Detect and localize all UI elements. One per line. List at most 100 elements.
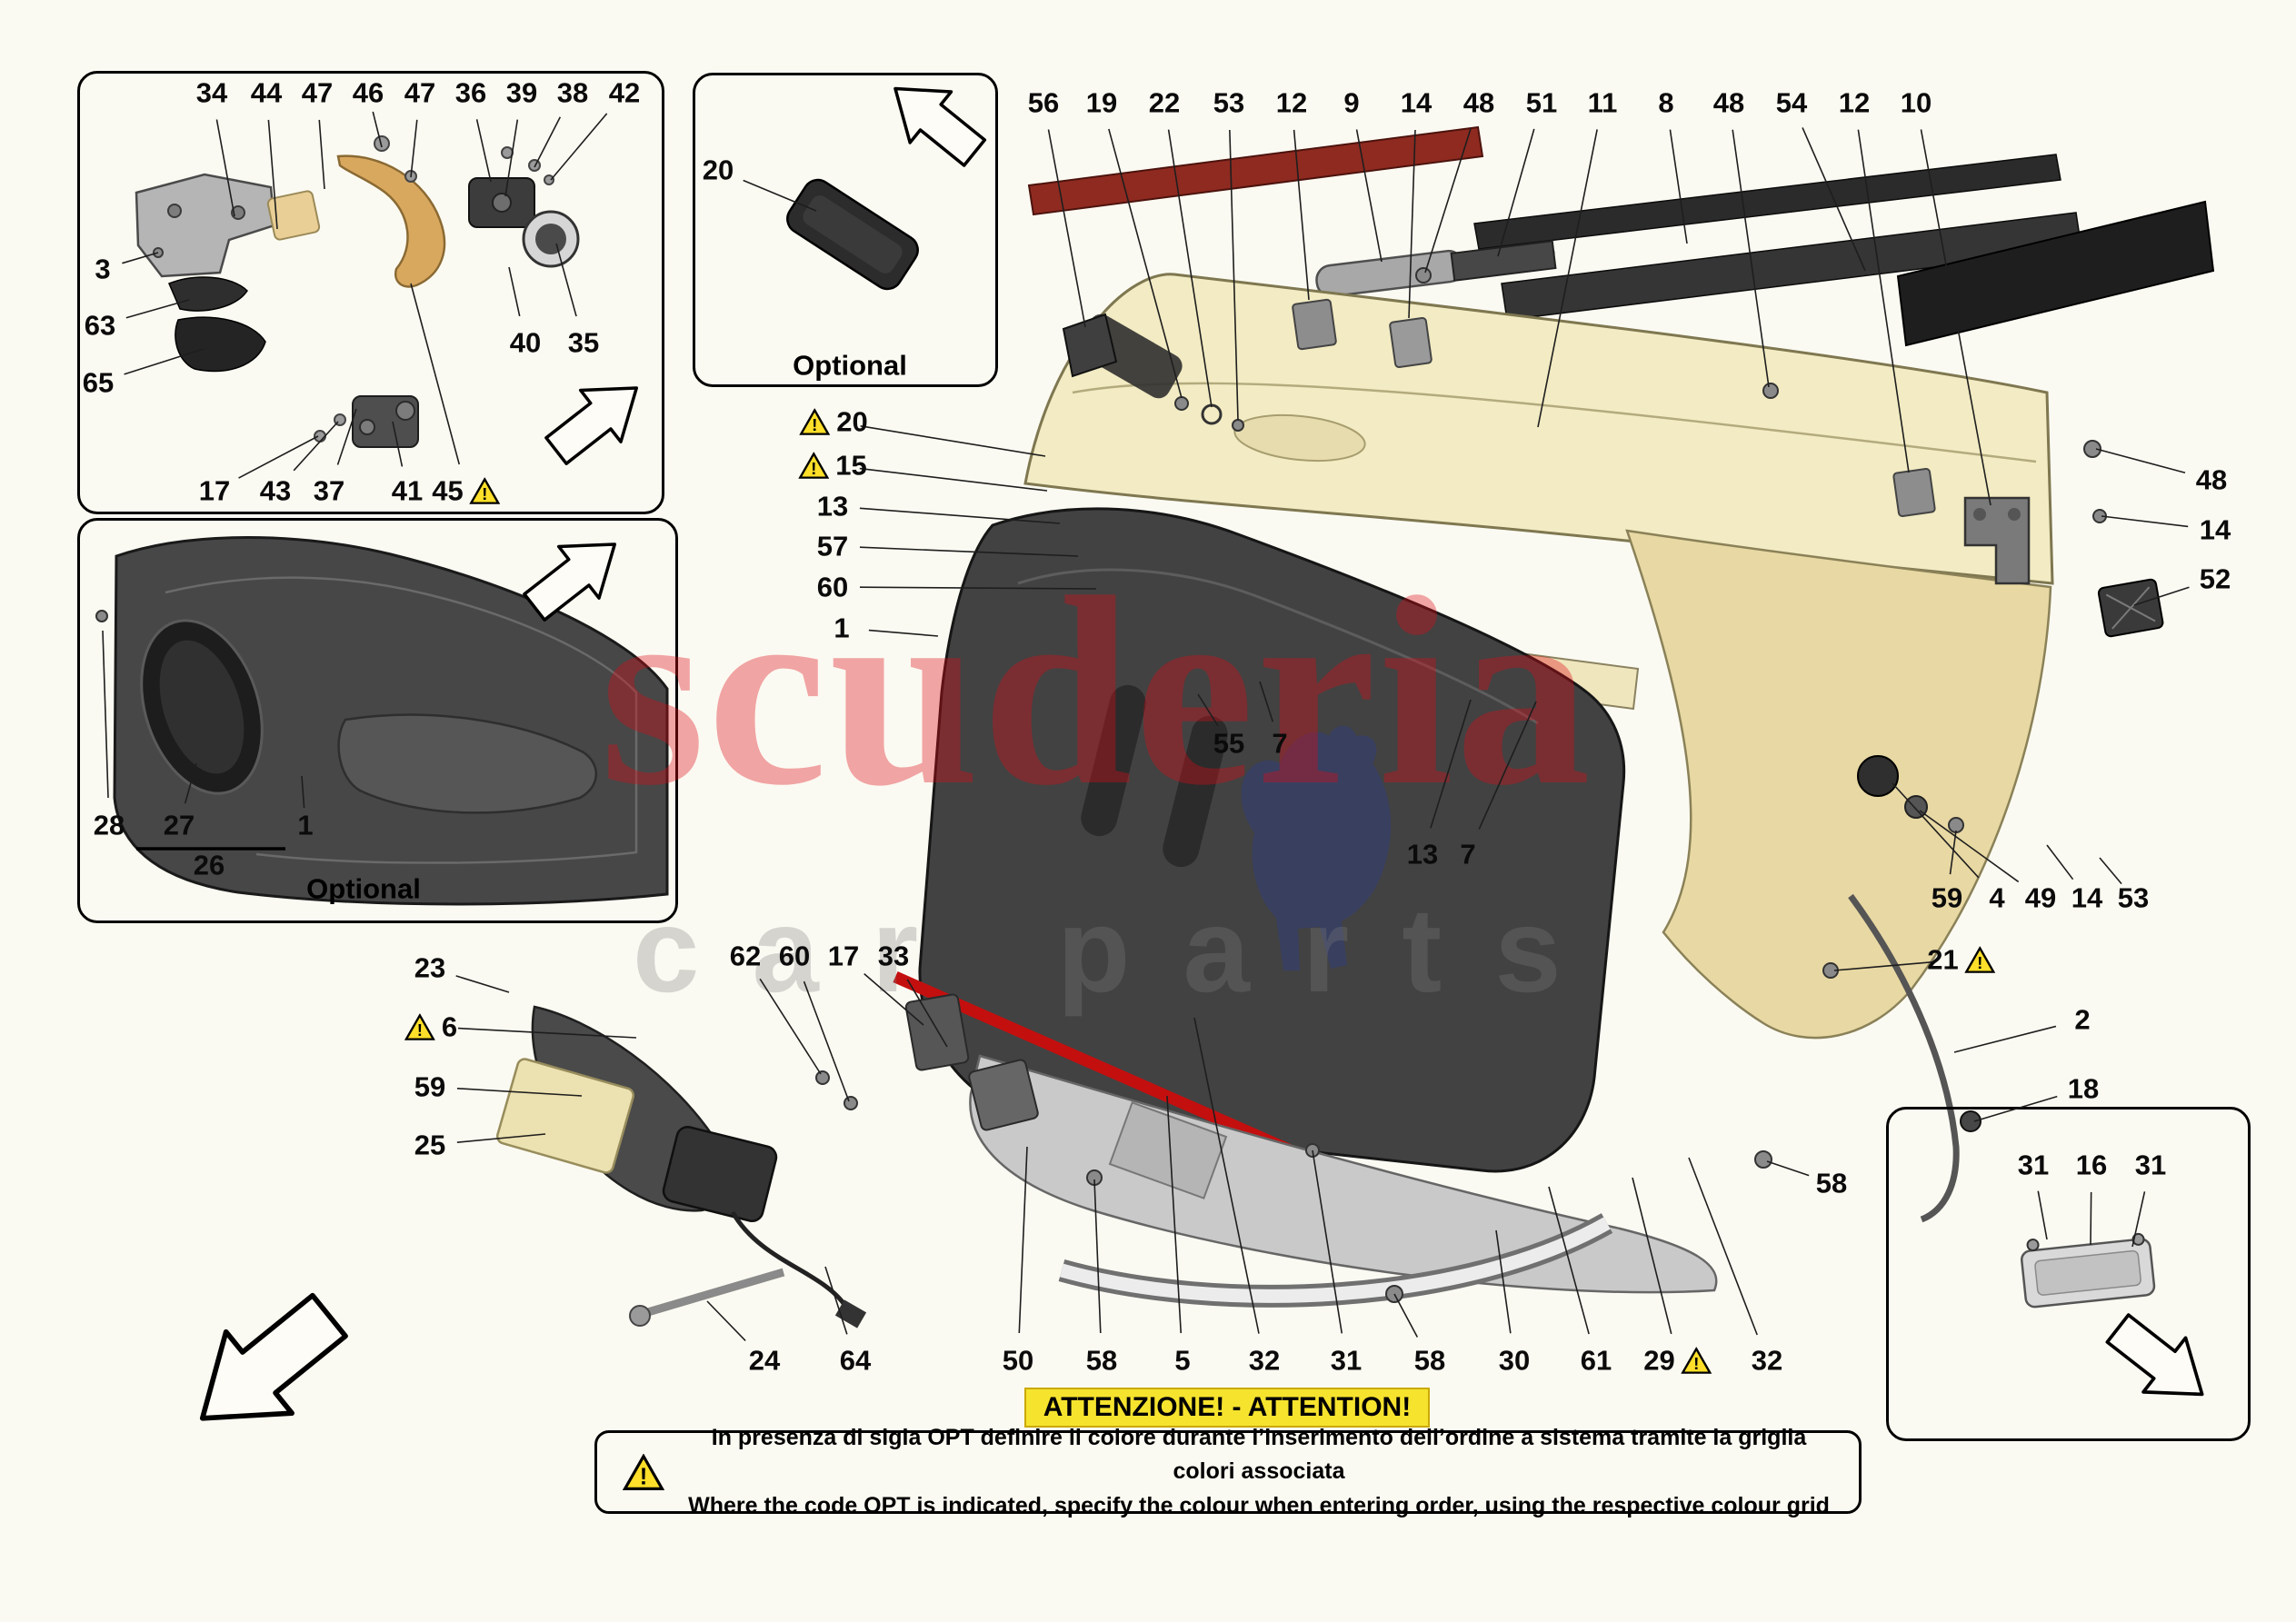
leader-line bbox=[906, 979, 948, 1048]
inset-box-control-module bbox=[1886, 1107, 2251, 1441]
inset-box-optional-grille bbox=[693, 73, 998, 387]
svg-text:!: ! bbox=[640, 1464, 648, 1489]
leader-line bbox=[1393, 1293, 1419, 1338]
callout-number: 18 bbox=[2067, 1072, 2100, 1105]
callout-61: 61 bbox=[1581, 1347, 1612, 1375]
callout-8: 8 bbox=[1658, 89, 1673, 117]
callout-number: 49 bbox=[2024, 881, 2057, 914]
leader-line bbox=[1408, 129, 1416, 319]
svg-text:!: ! bbox=[1978, 952, 1983, 971]
leader-line bbox=[1355, 129, 1383, 263]
leader-line bbox=[1018, 1146, 1028, 1334]
callout-54: 54 bbox=[1776, 89, 1807, 117]
callout-29: 29! bbox=[1643, 1347, 1712, 1375]
callout-number: 14 bbox=[1400, 86, 1433, 119]
notice-line-italian: In presenza di sigla OPT definire il col… bbox=[711, 1424, 1807, 1485]
callout-number: 4 bbox=[1989, 881, 2005, 914]
leader-line bbox=[1497, 128, 1535, 257]
callout-number: 58 bbox=[1413, 1344, 1446, 1377]
callout-number: 1 bbox=[834, 612, 850, 644]
leader-line bbox=[1312, 1149, 1343, 1334]
callout-59: 59 bbox=[414, 1073, 445, 1101]
callout-13: 13 bbox=[817, 493, 848, 521]
callout-56: 56 bbox=[1028, 89, 1059, 117]
callout-number: 13 bbox=[816, 490, 849, 522]
callout-number: 58 bbox=[1085, 1344, 1118, 1377]
callout-number: 14 bbox=[2199, 513, 2231, 546]
callout-number: 51 bbox=[1525, 86, 1558, 119]
callout-number: 50 bbox=[1002, 1344, 1034, 1377]
leader-line bbox=[1802, 127, 1866, 272]
callout-14: 14 bbox=[2200, 516, 2231, 544]
leader-line bbox=[1766, 1160, 1810, 1177]
leader-line bbox=[1167, 129, 1213, 408]
attention-banner: ATTENZIONE! - ATTENTION! bbox=[1024, 1388, 1430, 1428]
callout-23: 23 bbox=[414, 954, 445, 982]
callout-number: 59 bbox=[414, 1070, 446, 1103]
callout-number: 29 bbox=[1643, 1344, 1675, 1377]
callout-number: 32 bbox=[1751, 1344, 1783, 1377]
callout-number: 64 bbox=[839, 1344, 872, 1377]
leader-line bbox=[1548, 1186, 1590, 1335]
warning-icon: ! bbox=[623, 1453, 664, 1490]
callout-7: 7 bbox=[1460, 841, 1475, 869]
leader-line bbox=[1537, 129, 1598, 428]
svg-text:!: ! bbox=[417, 1020, 423, 1039]
callout-number: 23 bbox=[414, 951, 446, 984]
leader-line bbox=[860, 425, 1046, 457]
callout-9: 9 bbox=[1343, 89, 1359, 117]
callout-number: 31 bbox=[1330, 1344, 1363, 1377]
warning-icon: ! bbox=[799, 408, 831, 435]
callout-17: 17 bbox=[828, 942, 859, 970]
callout-number: 48 bbox=[1462, 86, 1495, 119]
callout-12: 12 bbox=[1276, 89, 1307, 117]
callout-32: 32 bbox=[1249, 1347, 1280, 1375]
watermark-scuderia: scuderia bbox=[600, 542, 1593, 841]
callout-number: 30 bbox=[1498, 1344, 1531, 1377]
leader-line bbox=[863, 973, 924, 1026]
callout-48: 48 bbox=[2196, 466, 2227, 494]
callout-number: 22 bbox=[1148, 86, 1181, 119]
callout-number: 17 bbox=[827, 940, 860, 972]
callout-22: 22 bbox=[1149, 89, 1180, 117]
callout-60: 60 bbox=[817, 573, 848, 602]
leader-line bbox=[1293, 129, 1310, 301]
opt-colour-notice: ! In presenza di sigla OPT definire il c… bbox=[594, 1425, 1862, 1518]
callout-number: 58 bbox=[1815, 1167, 1848, 1199]
callout-62: 62 bbox=[730, 942, 761, 970]
callout-60: 60 bbox=[779, 942, 810, 970]
warning-icon: ! bbox=[1681, 1347, 1712, 1374]
callout-21: 21! bbox=[1927, 946, 1996, 974]
callout-58: 58 bbox=[1816, 1169, 1847, 1198]
callout-number: 48 bbox=[2195, 463, 2228, 496]
callout-59: 59 bbox=[1932, 884, 1962, 912]
leader-line bbox=[759, 978, 822, 1075]
leader-line bbox=[457, 1027, 637, 1039]
callout-14: 14 bbox=[2071, 884, 2102, 912]
callout-number: 14 bbox=[2071, 881, 2103, 914]
leader-line bbox=[2133, 586, 2190, 606]
leader-line bbox=[1892, 782, 1980, 879]
callout-number: 62 bbox=[729, 940, 762, 972]
leader-line bbox=[859, 507, 1061, 524]
leader-line bbox=[706, 1300, 746, 1342]
callout-58: 58 bbox=[1414, 1347, 1445, 1375]
callout-31: 31 bbox=[1331, 1347, 1362, 1375]
leader-line bbox=[2101, 515, 2189, 528]
callout-number: 60 bbox=[816, 571, 849, 603]
callout-number: 20 bbox=[836, 405, 868, 438]
callout-19: 19 bbox=[1086, 89, 1117, 117]
callout-number: 5 bbox=[1174, 1344, 1191, 1377]
callout-30: 30 bbox=[1499, 1347, 1530, 1375]
notice-line-english: Where the code OPT is indicated, specify… bbox=[688, 1492, 1830, 1518]
callout-number: 15 bbox=[835, 449, 867, 482]
callout-1: 1 bbox=[834, 614, 849, 642]
callout-13: 13 bbox=[1407, 841, 1438, 869]
callout-57: 57 bbox=[817, 532, 848, 561]
callout-25: 25 bbox=[414, 1131, 445, 1159]
callout-32: 32 bbox=[1752, 1347, 1782, 1375]
leader-line bbox=[456, 1087, 583, 1097]
leader-line bbox=[1047, 129, 1086, 328]
leader-line bbox=[1919, 810, 2020, 883]
leader-line bbox=[456, 1133, 546, 1143]
